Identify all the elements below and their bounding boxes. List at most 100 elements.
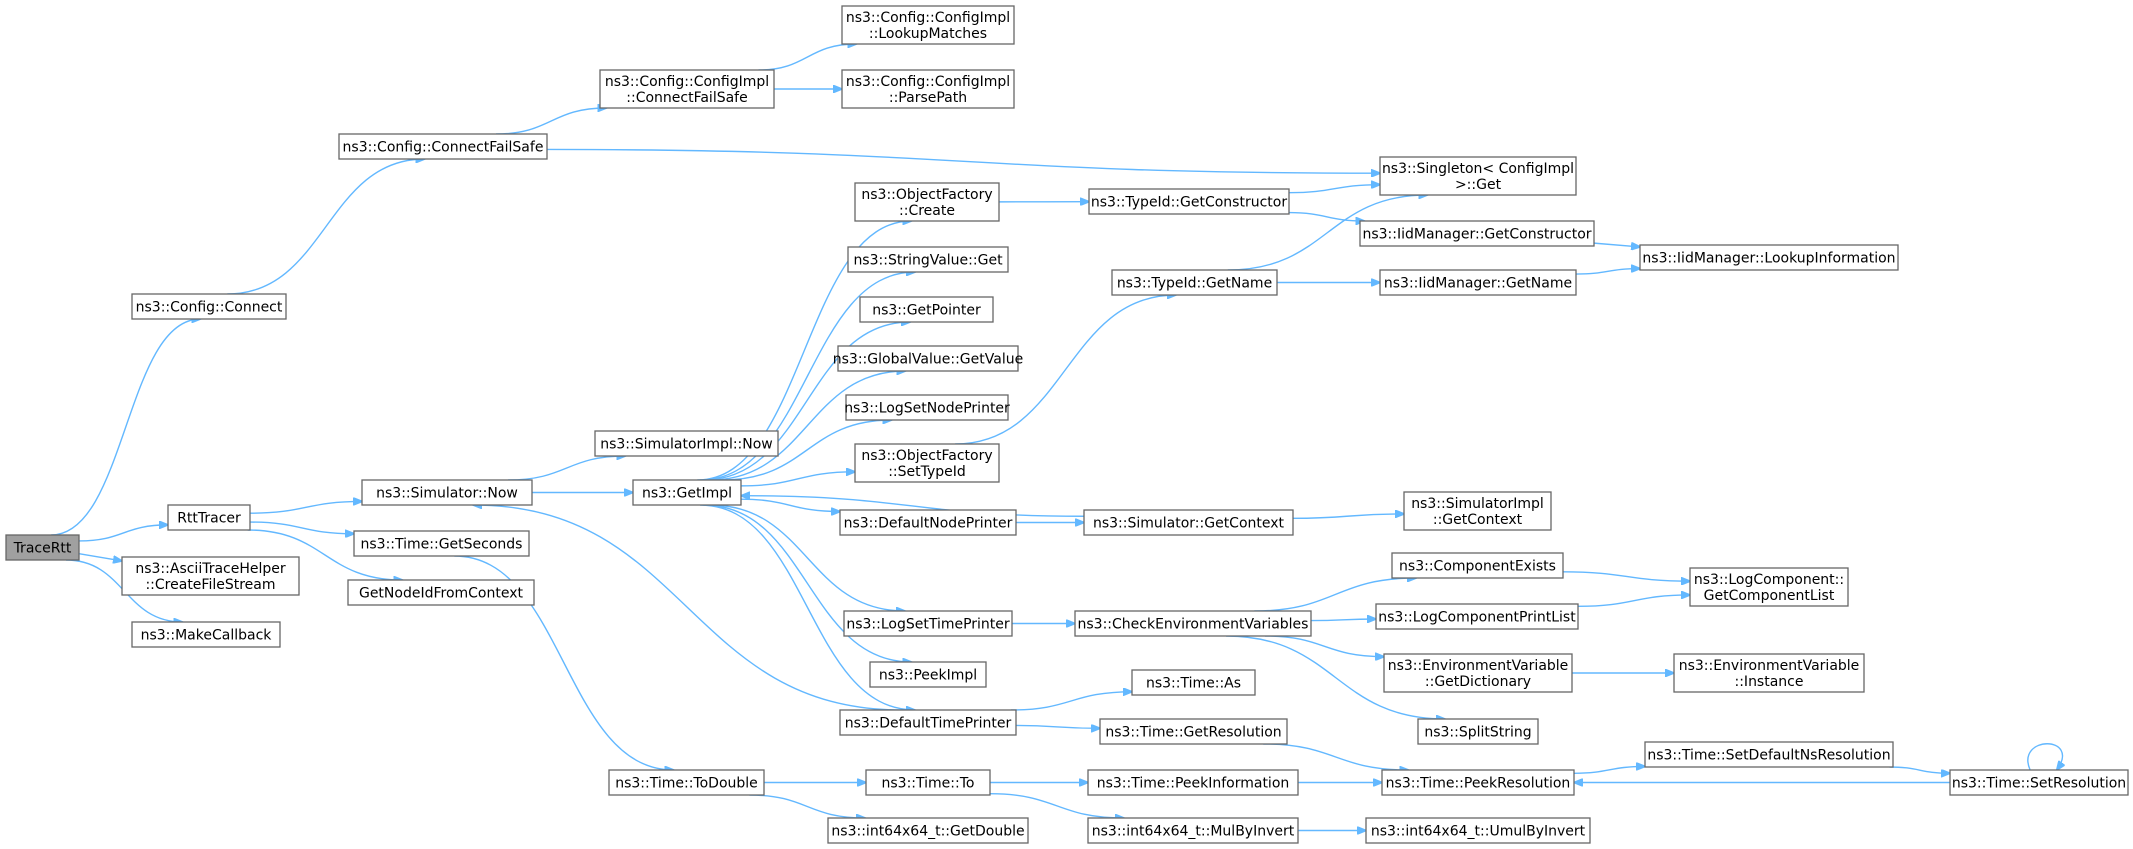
node-splitstring[interactable]: ns3::SplitString xyxy=(1417,718,1539,745)
node-box xyxy=(839,709,1017,736)
node-logsetnodeprinter[interactable]: ns3::LogSetNodePrinter xyxy=(844,394,1010,421)
node-sim_getcontext[interactable]: ns3::Simulator::GetContext xyxy=(1083,509,1294,536)
node-label: ns3::Time::As xyxy=(1146,676,1241,692)
edge-time_todouble-to-getdouble xyxy=(749,794,865,818)
edge-typeid_getctor-to-iid_getctor xyxy=(1288,211,1365,221)
edge-defaulttimeprinter-to-sim_now xyxy=(473,505,902,711)
node-iid_getname[interactable]: ns3::IidManager::GetName xyxy=(1379,269,1577,296)
node-logsettimeprinter[interactable]: ns3::LogSetTimePrinter xyxy=(843,610,1013,637)
node-envvar_getdict[interactable]: ns3::EnvironmentVariable::GetDictionary xyxy=(1383,653,1573,693)
node-label: ns3::IidManager::GetName xyxy=(1384,276,1572,292)
edge-time_to-to-mulbyinvert xyxy=(989,793,1124,818)
node-label: ns3::ComponentExists xyxy=(1399,559,1556,575)
node-getdouble[interactable]: ns3::int64x64_t::GetDouble xyxy=(827,817,1029,844)
edge-getimpl-to-defaultnodeprinter xyxy=(740,498,840,511)
node-label: ns3::ObjectFactory xyxy=(861,448,992,464)
node-iid_getctor[interactable]: ns3::IidManager::GetConstructor xyxy=(1359,220,1595,247)
node-time_setdefaultns[interactable]: ns3::Time::SetDefaultNsResolution xyxy=(1644,741,1894,768)
node-gv_getvalue[interactable]: ns3::GlobalValue::GetValue xyxy=(833,345,1023,372)
node-label: ns3::AsciiTraceHelper xyxy=(135,561,286,577)
node-time_to[interactable]: ns3::Time::To xyxy=(865,769,991,796)
node-getimpl[interactable]: ns3::GetImpl xyxy=(632,479,742,506)
node-label: ns3::Time::To xyxy=(882,776,975,792)
node-config_connect[interactable]: ns3::Config::Connect xyxy=(131,293,287,320)
edge-config_cfs-to-singleton_get xyxy=(546,148,1380,173)
node-componentexists[interactable]: ns3::ComponentExists xyxy=(1391,552,1564,579)
edge-config_connect-to-config_cfs xyxy=(227,159,424,295)
node-makecallback[interactable]: ns3::MakeCallback xyxy=(131,621,281,648)
node-label: ns3::Time::SetResolution xyxy=(1952,776,2126,792)
node-umulbyinvert[interactable]: ns3::int64x64_t::UmulByInvert xyxy=(1365,817,1591,844)
node-label: ns3::PeekImpl xyxy=(879,668,977,684)
edge-cfgimpl_cfs-to-lookupmatches xyxy=(758,44,857,71)
node-label: ns3::GetPointer xyxy=(872,303,981,319)
node-label: ::GetContext xyxy=(1433,512,1523,528)
node-parsepath[interactable]: ns3::Config::ConfigImpl::ParsePath xyxy=(841,69,1015,109)
node-getpointer[interactable]: ns3::GetPointer xyxy=(859,296,994,323)
node-mulbyinvert[interactable]: ns3::int64x64_t::MulByInvert xyxy=(1087,817,1299,844)
node-peekimpl[interactable]: ns3::PeekImpl xyxy=(869,661,987,688)
node-config_cfs[interactable]: ns3::Config::ConnectFailSafe xyxy=(338,133,548,160)
edge-rtttracer-to-getnodeid xyxy=(247,529,403,580)
node-iid_lookupinfo[interactable]: ns3::IidManager::LookupInformation xyxy=(1639,244,1899,271)
node-defaulttimeprinter[interactable]: ns3::DefaultTimePrinter xyxy=(839,709,1017,736)
node-box xyxy=(347,579,535,606)
node-box xyxy=(869,661,987,688)
node-simimpl_now[interactable]: ns3::SimulatorImpl::Now xyxy=(594,430,779,457)
node-envvar_instance[interactable]: ns3::EnvironmentVariable::Instance xyxy=(1673,653,1865,693)
node-cfgimpl_cfs[interactable]: ns3::Config::ConfigImpl::ConnectFailSafe xyxy=(599,69,775,109)
node-typeid_getctor[interactable]: ns3::TypeId::GetConstructor xyxy=(1088,188,1290,215)
node-box xyxy=(1417,718,1539,745)
edge-getimpl-to-stringvalue_get xyxy=(699,272,915,481)
node-label: ns3::TypeId::GetConstructor xyxy=(1091,195,1287,211)
edge-getimpl-to-of_settypeid xyxy=(740,472,855,487)
node-singleton_get[interactable]: ns3::Singleton< ConfigImpl >::Get xyxy=(1379,156,1577,196)
edge-rtttracer-to-sim_now xyxy=(249,501,362,514)
node-logcompprintlist[interactable]: ns3::LogComponentPrintList xyxy=(1375,603,1579,630)
node-time_getres[interactable]: ns3::Time::GetResolution xyxy=(1099,718,1288,745)
node-box xyxy=(1949,769,2129,796)
node-box xyxy=(131,293,287,320)
node-box xyxy=(1099,718,1288,745)
node-time_todouble[interactable]: ns3::Time::ToDouble xyxy=(608,769,765,796)
node-label: ns3::Simulator::GetContext xyxy=(1093,516,1285,532)
node-ascii_create[interactable]: ns3::AsciiTraceHelper::CreateFileStream xyxy=(121,556,300,596)
node-time_setres[interactable]: ns3::Time::SetResolution xyxy=(1949,769,2129,796)
node-box xyxy=(1403,491,1552,531)
node-logcomp_getlist[interactable]: ns3::LogComponent::GetComponentList xyxy=(1689,567,1849,607)
node-time_peekres[interactable]: ns3::Time::PeekResolution xyxy=(1381,769,1575,796)
node-label: ns3::LogSetTimePrinter xyxy=(846,617,1010,633)
node-stringvalue_get[interactable]: ns3::StringValue::Get xyxy=(847,246,1009,273)
node-box xyxy=(338,133,548,160)
node-rtttracer[interactable]: RttTracer xyxy=(167,504,251,531)
edges-layer xyxy=(51,44,2062,831)
node-simimpl_getcontext[interactable]: ns3::SimulatorImpl::GetContext xyxy=(1403,491,1552,531)
nodes-layer: TraceRttns3::Config::ConnectRttTracerns3… xyxy=(5,5,2129,844)
node-box xyxy=(1375,603,1579,630)
node-box xyxy=(632,479,742,506)
node-label: TraceRtt xyxy=(13,541,72,557)
node-of_settypeid[interactable]: ns3::ObjectFactory::SetTypeId xyxy=(854,443,1000,483)
edge-getimpl-to-of_create xyxy=(697,221,911,481)
node-label: RttTracer xyxy=(177,511,241,527)
node-label: ns3::Time::SetDefaultNsResolution xyxy=(1647,748,1890,764)
node-time_peekinfo[interactable]: ns3::Time::PeekInformation xyxy=(1087,769,1299,796)
node-time_getseconds[interactable]: ns3::Time::GetSeconds xyxy=(353,530,530,557)
edge-getimpl-to-getpointer xyxy=(703,322,910,481)
node-defaultnodeprinter[interactable]: ns3::DefaultNodePrinter xyxy=(839,509,1017,536)
node-label: ns3::int64x64_t::MulByInvert xyxy=(1092,824,1295,840)
node-label: ns3::LogComponent:: xyxy=(1694,572,1844,588)
node-time_as[interactable]: ns3::Time::As xyxy=(1131,669,1256,696)
edge-checkenv-to-componentexists xyxy=(1254,578,1416,612)
node-getnodeid[interactable]: GetNodeIdFromContext xyxy=(347,579,535,606)
node-of_create[interactable]: ns3::ObjectFactory::Create xyxy=(854,182,1000,222)
node-box xyxy=(843,610,1013,637)
node-lookupmatches[interactable]: ns3::Config::ConfigImpl::LookupMatches xyxy=(841,5,1015,45)
node-label: ns3::StringValue::Get xyxy=(853,253,1003,269)
node-checkenv[interactable]: ns3::CheckEnvironmentVariables xyxy=(1074,610,1312,637)
edge-defaulttimeprinter-to-time_as xyxy=(1010,692,1132,711)
edge-iid_getname-to-iid_lookupinfo xyxy=(1575,269,1640,275)
node-tracertt[interactable]: TraceRtt xyxy=(5,534,80,561)
node-typeid_getname[interactable]: ns3::TypeId::GetName xyxy=(1111,269,1278,296)
node-sim_now[interactable]: ns3::Simulator::Now xyxy=(361,479,533,506)
